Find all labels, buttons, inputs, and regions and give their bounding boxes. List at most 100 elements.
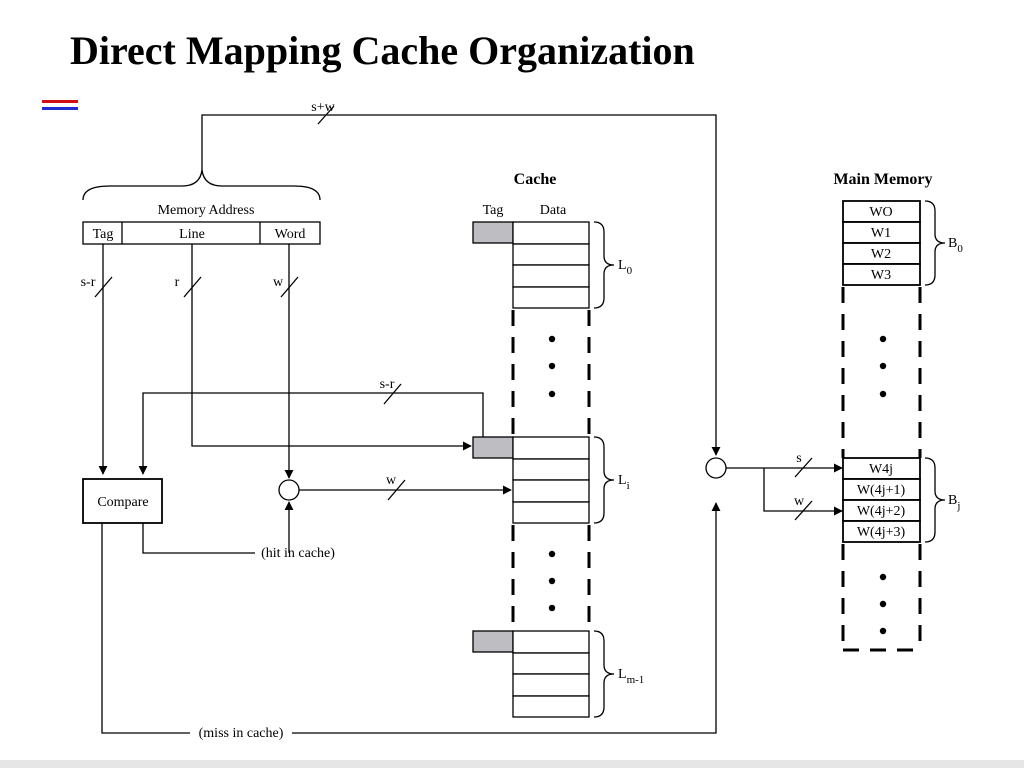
cache-lm1-label-sub: m-1 xyxy=(627,674,645,686)
cache-line-l0-word-3 xyxy=(512,286,590,309)
page-title: Direct Mapping Cache Organization xyxy=(70,28,695,73)
compare-label: Compare xyxy=(97,495,148,510)
miss-to-memory-line xyxy=(292,502,721,734)
cache-line-lm1-word-0 xyxy=(512,630,590,654)
address-brace xyxy=(82,169,321,201)
memory-select-group: s w xyxy=(705,451,843,521)
memory-dot-2 xyxy=(879,362,887,370)
cache-line-l0-word-2 xyxy=(512,264,590,288)
memory-dot-1 xyxy=(879,335,887,343)
address-tag-field: Tag xyxy=(93,227,114,242)
memory-address-group: Memory Address Tag Line Word xyxy=(82,169,321,245)
memory-block0-label-base: B xyxy=(948,236,957,251)
word-to-cache-slash-icon xyxy=(387,479,406,501)
miss-label: (miss in cache) xyxy=(199,726,284,741)
cache-li-brace xyxy=(593,436,615,524)
cache-tag-return-line xyxy=(138,392,484,475)
cache-dot-5 xyxy=(548,577,556,585)
cache-lm1-label-base: L xyxy=(618,667,627,682)
memory-w-label: w xyxy=(794,494,805,509)
cache-l0-brace xyxy=(593,221,615,309)
memory-blockj-label-base: B xyxy=(948,493,957,508)
cache-dot-1 xyxy=(548,335,556,343)
main-memory-group: Main Memory WO W1 W2 W3 B0 W4j W(4j+1) W… xyxy=(833,171,963,652)
tag-return-slash-icon xyxy=(383,383,402,405)
miss-line xyxy=(101,523,190,734)
memory-w-line xyxy=(763,468,843,516)
line-bus-line xyxy=(191,244,472,451)
cache-li-label-sub: i xyxy=(627,480,630,492)
cache-line-lm1-tag xyxy=(472,630,514,653)
cache-line-li-tag xyxy=(472,436,514,459)
compare-box xyxy=(82,478,163,524)
memory-dot-5 xyxy=(879,600,887,608)
memory-blockj-brace xyxy=(924,457,946,543)
cache-line-lm1-word-3 xyxy=(512,695,590,718)
memory-dot-6 xyxy=(879,627,887,635)
memory-dot-3 xyxy=(879,390,887,398)
main-memory-title: Main Memory xyxy=(833,171,932,188)
memory-address-register xyxy=(82,221,321,245)
cache-title: Cache xyxy=(514,171,557,188)
memory-dot-4 xyxy=(879,573,887,581)
memory-blockj-word-2-label: W(4j+2) xyxy=(857,504,906,519)
memory-w-slash-icon xyxy=(794,500,813,521)
cache-dot-4 xyxy=(548,550,556,558)
word-bus-slash-icon xyxy=(280,276,299,298)
tag-return-label: s-r xyxy=(380,377,395,392)
cache-l0-label-base: L xyxy=(618,258,627,273)
title-marker-red-bar xyxy=(42,100,78,103)
cache-li-label-base: L xyxy=(618,473,627,488)
cache-lm1-label: Lm-1 xyxy=(618,667,644,686)
memory-block0-brace xyxy=(924,200,946,286)
compare-group: Compare (hit in cache) w (miss in cache) xyxy=(82,473,721,741)
field-buses-group: s-r r w xyxy=(81,244,472,479)
cache-line-lm1-word-2 xyxy=(512,673,590,697)
address-bus-group: s+w xyxy=(201,100,721,456)
cache-dot-6 xyxy=(548,604,556,612)
memory-block0-word-3-label: W3 xyxy=(871,268,891,283)
cache-line-li-word-3 xyxy=(512,501,590,524)
cache-line-l0-word-0 xyxy=(512,221,590,245)
memory-blockj-word-0-label: W4j xyxy=(869,462,893,477)
word-to-cache-label: w xyxy=(386,473,397,488)
address-word-field: Word xyxy=(275,227,306,242)
memory-blockj-label-sub: j xyxy=(956,500,960,512)
memory-block0-word-2-label: W2 xyxy=(871,247,891,262)
cache-l0-label-sub: 0 xyxy=(627,265,633,277)
cache-l0-label: L0 xyxy=(618,258,633,277)
memory-block0-word-3 xyxy=(842,263,921,286)
cache-li-label: Li xyxy=(618,473,630,492)
memory-address-label: Memory Address xyxy=(158,203,255,218)
line-bus-label: r xyxy=(175,275,180,290)
memory-block0-label-sub: 0 xyxy=(957,243,963,255)
memory-blockj-label: Bj xyxy=(948,493,960,512)
memory-block0-word-0-label: WO xyxy=(869,205,892,220)
line-bus-slash-icon xyxy=(183,276,202,298)
cache-group: Cache Tag Data L0 Li xyxy=(472,171,644,718)
cache-data-header: Data xyxy=(540,203,567,218)
cache-line-li-word-2 xyxy=(512,479,590,503)
word-bus-label: w xyxy=(273,275,284,290)
tag-bus-slash-icon xyxy=(94,276,113,298)
memory-blockj-word-1-label: W(4j+1) xyxy=(857,483,906,498)
tag-bus-label: s-r xyxy=(81,275,96,290)
cache-line-l0-tag xyxy=(472,221,514,244)
cache-line-li-word-1 xyxy=(512,458,590,481)
memory-s-label: s xyxy=(796,451,801,466)
word-select-circle xyxy=(278,479,300,501)
title-marker-icon xyxy=(42,98,78,112)
memory-blockj-word-3-label: W(4j+3) xyxy=(857,525,906,540)
memory-block0-word-1-label: W1 xyxy=(871,226,891,241)
title-marker-blue-bar xyxy=(42,107,78,110)
tag-return-group: s-r xyxy=(138,377,484,475)
cache-dot-2 xyxy=(548,362,556,370)
footer-bar xyxy=(0,760,1024,768)
memory-s-slash-icon xyxy=(794,457,813,478)
hit-label: (hit in cache) xyxy=(261,546,335,561)
memory-block0-label: B0 xyxy=(948,236,963,255)
memory-select-circle xyxy=(705,457,727,479)
address-line-field: Line xyxy=(179,227,205,242)
cache-tag-header: Tag xyxy=(483,203,504,218)
